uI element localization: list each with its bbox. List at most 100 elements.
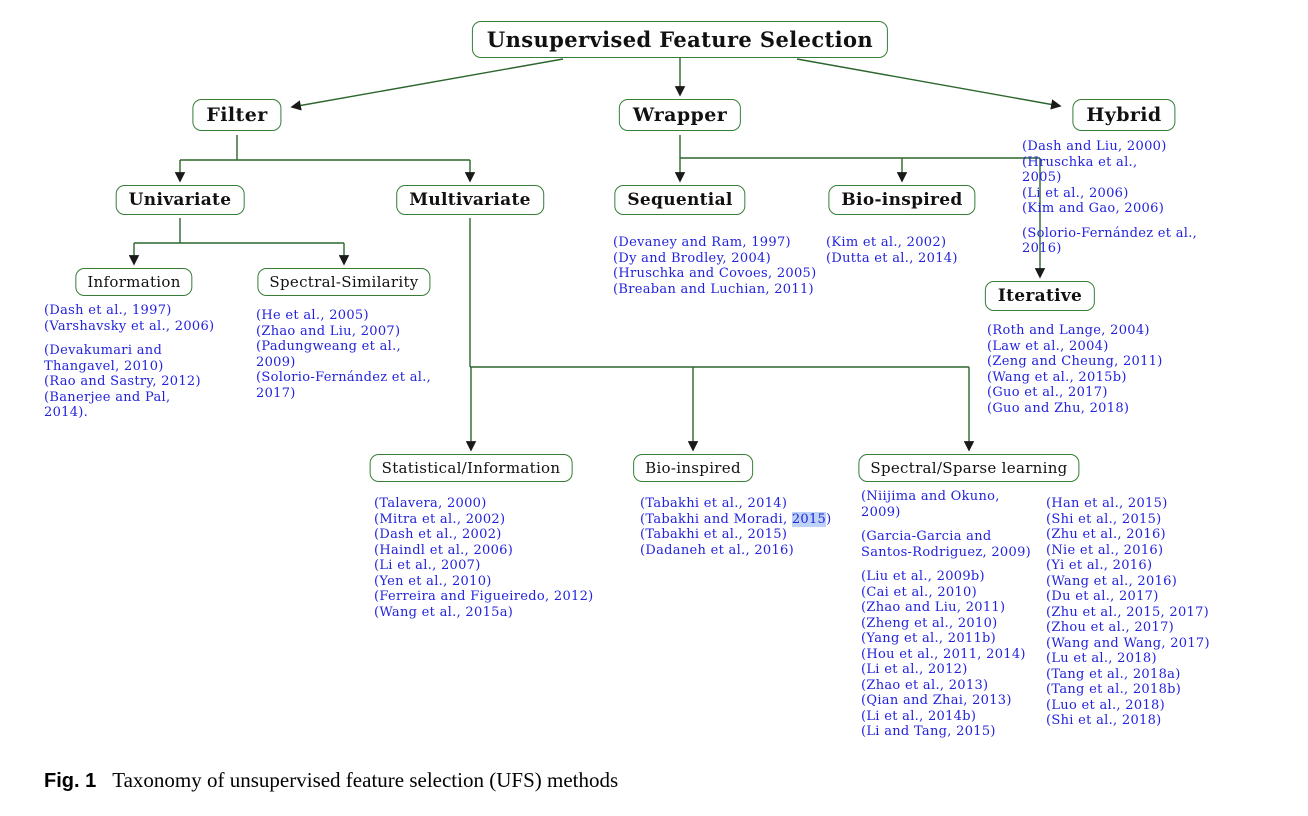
- citation-link[interactable]: (Solorio-Fernández et al., 2016): [1022, 225, 1198, 257]
- citation-link[interactable]: (Banerjee and Pal, 2014).: [44, 389, 171, 421]
- citation-link[interactable]: (Yen et al., 2010): [374, 573, 492, 589]
- node-spectral-similarity: Spectral-Similarity: [257, 268, 431, 296]
- citation-link[interactable]: (Zhao et al., 2013): [861, 677, 989, 693]
- citation-link[interactable]: (Cai et al., 2010): [861, 584, 977, 600]
- citations-spectral-sparse-right: (Han et al., 2015)(Shi et al., 2015)(Zhu…: [1046, 496, 1210, 729]
- citation-link[interactable]: (Li et al., 2014b): [861, 708, 977, 724]
- citation-link[interactable]: (Mitra et al., 2002): [374, 511, 506, 527]
- citation-gap: [1022, 217, 1197, 226]
- citation-link[interactable]: (Haindl et al., 2006): [374, 542, 514, 558]
- connector-root-filter: [290, 58, 564, 111]
- node-bio-inspired-wrapper: Bio-inspired: [828, 185, 976, 215]
- citation-link[interactable]: (Wang et al., 2015a): [374, 604, 514, 620]
- highlighted-year[interactable]: 2015: [791, 511, 827, 527]
- citation-link[interactable]: (Zheng et al., 2010): [861, 615, 998, 631]
- citation-link[interactable]: (Dash and Liu, 2000): [1022, 139, 1167, 154]
- citation-link[interactable]: (Yang et al., 2011b): [861, 631, 997, 646]
- citation-link[interactable]: (Wang and Wang, 2017): [1046, 635, 1210, 651]
- citation-link[interactable]: (Shi et al., 2018): [1046, 713, 1162, 728]
- node-sequential: Sequential: [614, 185, 746, 215]
- citation-link[interactable]: (Wang et al., 2015b): [987, 369, 1127, 385]
- node-hybrid: Hybrid: [1072, 99, 1176, 131]
- node-multivariate: Multivariate: [396, 185, 544, 215]
- citation-link[interactable]: (Hruschka et al., 2005): [1022, 154, 1138, 186]
- citation-link[interactable]: (Wang et al., 2016): [1046, 573, 1178, 589]
- citation-link[interactable]: (Tabakhi et al., 2014): [640, 496, 788, 511]
- citation-link[interactable]: (Du et al., 2017): [1046, 589, 1159, 604]
- node-statistical-information: Statistical/Information: [369, 454, 573, 482]
- citation-link[interactable]: (Talavera, 2000): [374, 496, 487, 511]
- citations-hybrid: (Dash and Liu, 2000)(Hruschka et al., 20…: [1022, 139, 1197, 257]
- connector-root-hybrid: [796, 58, 1062, 110]
- citations-iterative: (Roth and Lange, 2004)(Law et al., 2004)…: [987, 323, 1163, 416]
- citations-spectral-similarity: (He et al., 2005)(Zhao and Liu, 2007)(Pa…: [256, 308, 431, 401]
- citation-link[interactable]: (Kim and Gao, 2006): [1022, 201, 1165, 216]
- citation-link[interactable]: (Zeng and Cheung, 2011): [987, 354, 1163, 369]
- citation-link[interactable]: (Niijima and Okuno, 2009): [861, 489, 1000, 520]
- citation-link[interactable]: (Qian and Zhai, 2013): [861, 693, 1012, 708]
- citation-link[interactable]: (Zhu et al., 2016): [1046, 527, 1166, 542]
- figure-caption-label: Fig. 1: [44, 770, 97, 792]
- node-information: Information: [75, 268, 193, 296]
- node-filter: Filter: [192, 99, 282, 131]
- citation-link[interactable]: (Tang et al., 2018b): [1046, 682, 1182, 697]
- citation-link[interactable]: (Tang et al., 2018a): [1046, 666, 1181, 682]
- citation-gap: [44, 334, 214, 343]
- citations-sequential: (Devaney and Ram, 1997)(Dy and Brodley, …: [613, 235, 817, 297]
- citation-link[interactable]: (Zhao and Liu, 2011): [861, 600, 1006, 615]
- citation-link[interactable]: (Li et al., 2012): [861, 662, 968, 677]
- node-iterative: Iterative: [984, 281, 1096, 311]
- citation-link[interactable]: (Varshavsky et al., 2006): [44, 318, 215, 334]
- citation-link[interactable]: (Li et al., 2006): [1022, 185, 1129, 201]
- citation-link[interactable]: (Tabakhi et al., 2015): [640, 527, 788, 542]
- citation-link[interactable]: (Dash et al., 1997): [44, 303, 172, 318]
- citation-link[interactable]: (Dutta et al., 2014): [826, 250, 958, 266]
- citation-link[interactable]: (Rao and Sastry, 2012): [44, 374, 201, 389]
- figure-caption-text: Taxonomy of unsupervised feature selecti…: [112, 768, 619, 792]
- citation-link[interactable]: (Roth and Lange, 2004): [987, 323, 1150, 338]
- citation-link[interactable]: (Solorio-Fernández et al., 2017): [256, 370, 432, 401]
- figure-caption: Fig. 1 Taxonomy of unsupervised feature s…: [44, 768, 618, 793]
- citation-link[interactable]: (He et al., 2005): [256, 308, 369, 323]
- citation-link[interactable]: (Guo et al., 2017): [987, 385, 1108, 400]
- citation-link[interactable]: (Tabakhi and Moradi, 2015): [640, 511, 832, 527]
- citation-link[interactable]: (Guo and Zhu, 2018): [987, 400, 1130, 416]
- citations-bio-inspired-wrapper: (Kim et al., 2002)(Dutta et al., 2014): [826, 235, 958, 266]
- citation-link[interactable]: (Devaney and Ram, 1997): [613, 235, 791, 250]
- citations-information: (Dash et al., 1997)(Varshavsky et al., 2…: [44, 303, 214, 421]
- citation-link[interactable]: (Han et al., 2015): [1046, 496, 1168, 511]
- citation-link[interactable]: (Yi et al., 2016): [1046, 558, 1153, 573]
- citation-link[interactable]: (Luo et al., 2018): [1046, 697, 1165, 713]
- citation-link[interactable]: (Hou et al., 2011, 2014): [861, 646, 1026, 662]
- citation-link[interactable]: (Devakumari and Thangavel, 2010): [44, 343, 164, 374]
- citation-link[interactable]: (Hruschka and Covoes, 2005): [613, 266, 817, 281]
- citation-link[interactable]: (Dash et al., 2002): [374, 527, 502, 542]
- node-spectral-sparse-learning: Spectral/Sparse learning: [858, 454, 1080, 482]
- citation-link[interactable]: (Padungweang et al., 2009): [256, 339, 401, 370]
- citation-link[interactable]: (Liu et al., 2009b): [861, 569, 985, 584]
- node-bio-inspired-multivariate: Bio-inspired: [633, 454, 753, 482]
- citation-link[interactable]: (Li et al., 2007): [374, 558, 481, 573]
- citations-bio-inspired-multivariate: (Tabakhi et al., 2014)(Tabakhi and Morad…: [640, 496, 832, 558]
- citation-link[interactable]: (Breaban and Luchian, 2011): [613, 281, 814, 297]
- citation-link[interactable]: (Garcia-Garcia and Santos-Rodriguez, 200…: [861, 529, 1032, 560]
- citation-link[interactable]: (Zhao and Liu, 2007): [256, 323, 401, 339]
- node-wrapper: Wrapper: [618, 99, 742, 131]
- citation-link[interactable]: (Zhou et al., 2017): [1046, 620, 1175, 635]
- citation-link[interactable]: (Nie et al., 2016): [1046, 542, 1164, 558]
- citation-link[interactable]: (Ferreira and Figueiredo, 2012): [374, 589, 594, 604]
- node-univariate: Univariate: [115, 185, 245, 215]
- citation-link[interactable]: (Lu et al., 2018): [1046, 651, 1157, 666]
- citations-spectral-sparse-left: (Niijima and Okuno, 2009) (Garcia-Garcia …: [861, 489, 1031, 740]
- citation-link[interactable]: (Zhu et al., 2015, 2017): [1046, 604, 1210, 620]
- citations-statistical-information: (Talavera, 2000)(Mitra et al., 2002)(Das…: [374, 496, 594, 620]
- citation-gap: [861, 560, 1031, 569]
- citation-link[interactable]: (Law et al., 2004): [987, 338, 1109, 354]
- citation-link[interactable]: (Dy and Brodley, 2004): [613, 250, 771, 266]
- citation-link[interactable]: (Shi et al., 2015): [1046, 511, 1162, 527]
- citation-link[interactable]: (Kim et al., 2002): [826, 235, 947, 250]
- citation-link[interactable]: (Li and Tang, 2015): [861, 724, 996, 739]
- citation-link[interactable]: (Dadaneh et al., 2016): [640, 542, 794, 558]
